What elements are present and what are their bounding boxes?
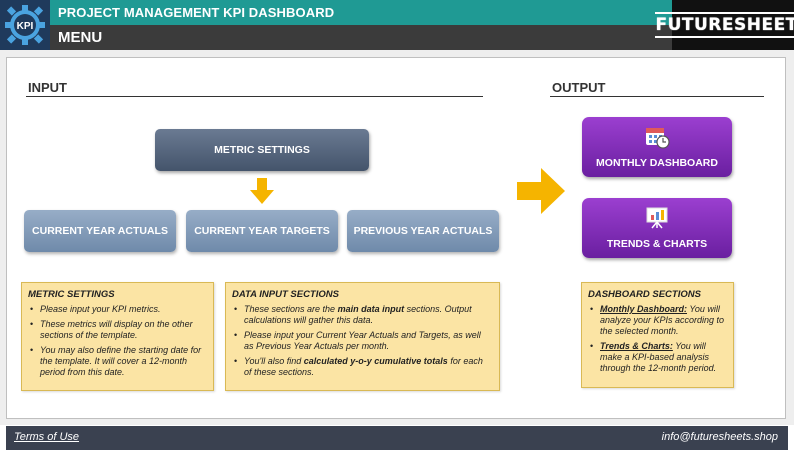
- input-heading: INPUT: [28, 80, 67, 95]
- list-item: These sections are the main data input s…: [232, 304, 491, 326]
- presentation-chart-icon: [646, 207, 668, 229]
- note-title: DATA INPUT SECTIONS: [232, 289, 339, 300]
- metric-settings-button[interactable]: METRIC SETTINGS: [155, 129, 369, 171]
- list-item: These metrics will display on the other …: [28, 319, 205, 341]
- list-item: You'll also find calculated y-o-y cumula…: [232, 356, 491, 378]
- metric-settings-note: METRIC SETTINGS Please input your KPI me…: [21, 282, 214, 391]
- note-title: DASHBOARD SECTIONS: [588, 289, 701, 300]
- terms-of-use-link[interactable]: Terms of Use: [14, 431, 80, 443]
- kpi-logo: KPI: [0, 0, 50, 50]
- calendar-clock-icon: [646, 128, 670, 149]
- current-year-targets-button[interactable]: CURRENT YEAR TARGETS: [186, 210, 338, 252]
- logo-text: KPI: [17, 21, 34, 32]
- current-year-actuals-button[interactable]: CURRENT YEAR ACTUALS: [24, 210, 176, 252]
- footer-bar: Terms of Use info@futuresheets.shop: [6, 426, 788, 450]
- arrow-right-icon: [517, 168, 565, 214]
- monthly-dashboard-label: MONTHLY DASHBOARD: [596, 157, 718, 169]
- contact-email[interactable]: info@futuresheets.shop: [661, 431, 778, 443]
- brand-text: FUTURESHEETS: [655, 12, 794, 38]
- trends-charts-label: TRENDS & CHARTS: [606, 238, 708, 250]
- title-bar: PROJECT MANAGEMENT KPI DASHBOARD: [50, 0, 672, 25]
- previous-year-actuals-button[interactable]: PREVIOUS YEAR ACTUALS: [347, 210, 499, 252]
- data-input-note: DATA INPUT SECTIONS These sections are t…: [225, 282, 500, 391]
- output-heading: OUTPUT: [552, 80, 606, 95]
- list-item: Monthly Dashboard: You will analyze your…: [588, 304, 725, 337]
- brand-logo: FUTURESHEETS: [655, 0, 794, 50]
- menu-bar: MENU: [50, 25, 672, 50]
- input-divider: [26, 96, 483, 97]
- monthly-dashboard-button[interactable]: MONTHLY DASHBOARD: [582, 117, 732, 177]
- note-title: METRIC SETTINGS: [28, 289, 115, 300]
- arrow-down-icon: [250, 178, 274, 204]
- kpi-gear-icon: KPI: [5, 5, 45, 45]
- menu-label: MENU: [58, 29, 103, 46]
- app-header: KPI PROJECT MANAGEMENT KPI DASHBOARD MEN…: [0, 0, 794, 50]
- list-item: Trends & Charts: You will make a KPI-bas…: [588, 341, 725, 374]
- page-title: PROJECT MANAGEMENT KPI DASHBOARD: [58, 5, 335, 20]
- dashboard-sections-note: DASHBOARD SECTIONS Monthly Dashboard: Yo…: [581, 282, 734, 388]
- output-divider: [550, 96, 764, 97]
- list-item: Please input your Current Year Actuals a…: [232, 330, 491, 352]
- list-item: Please input your KPI metrics.: [28, 304, 205, 315]
- trends-charts-button[interactable]: TRENDS & CHARTS: [582, 198, 732, 258]
- list-item: You may also define the starting date fo…: [28, 345, 205, 378]
